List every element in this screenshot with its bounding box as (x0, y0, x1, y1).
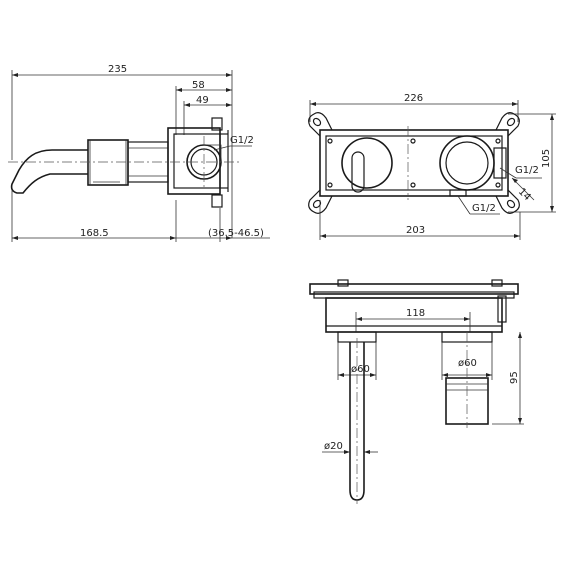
side-view: 235 58 49 (8, 64, 270, 242)
dim-center-distance: 118 (406, 308, 425, 319)
thread-label-outlet: G1/2 (515, 165, 539, 176)
dim-pipe-diameter: ø20 (324, 441, 343, 452)
thread-label-inlet-front: G1/2 (472, 203, 496, 214)
dim-plate-width: 226 (404, 93, 423, 104)
thread-label-inlet: G1/2 (230, 135, 254, 146)
dim-spout-diameter: ø60 (351, 364, 370, 375)
dim-body-depth: 58 (192, 80, 205, 91)
dim-handle-diameter: ø60 (458, 358, 477, 369)
dim-wall-range: (36.5-46.5) (208, 228, 264, 239)
dim-total-length: 235 (108, 64, 127, 75)
dim-spout-length: 168.5 (80, 228, 109, 239)
mounting-brackets (308, 112, 520, 214)
dim-handle-height: 95 (509, 371, 520, 384)
dim-box-depth: 49 (196, 95, 209, 106)
dim-plate-height: 105 (541, 149, 552, 168)
top-view: 118 ø60 ø20 ø60 95 (309, 279, 524, 504)
dim-inner-width: 203 (406, 225, 425, 236)
front-view: 226 105 (308, 93, 556, 240)
